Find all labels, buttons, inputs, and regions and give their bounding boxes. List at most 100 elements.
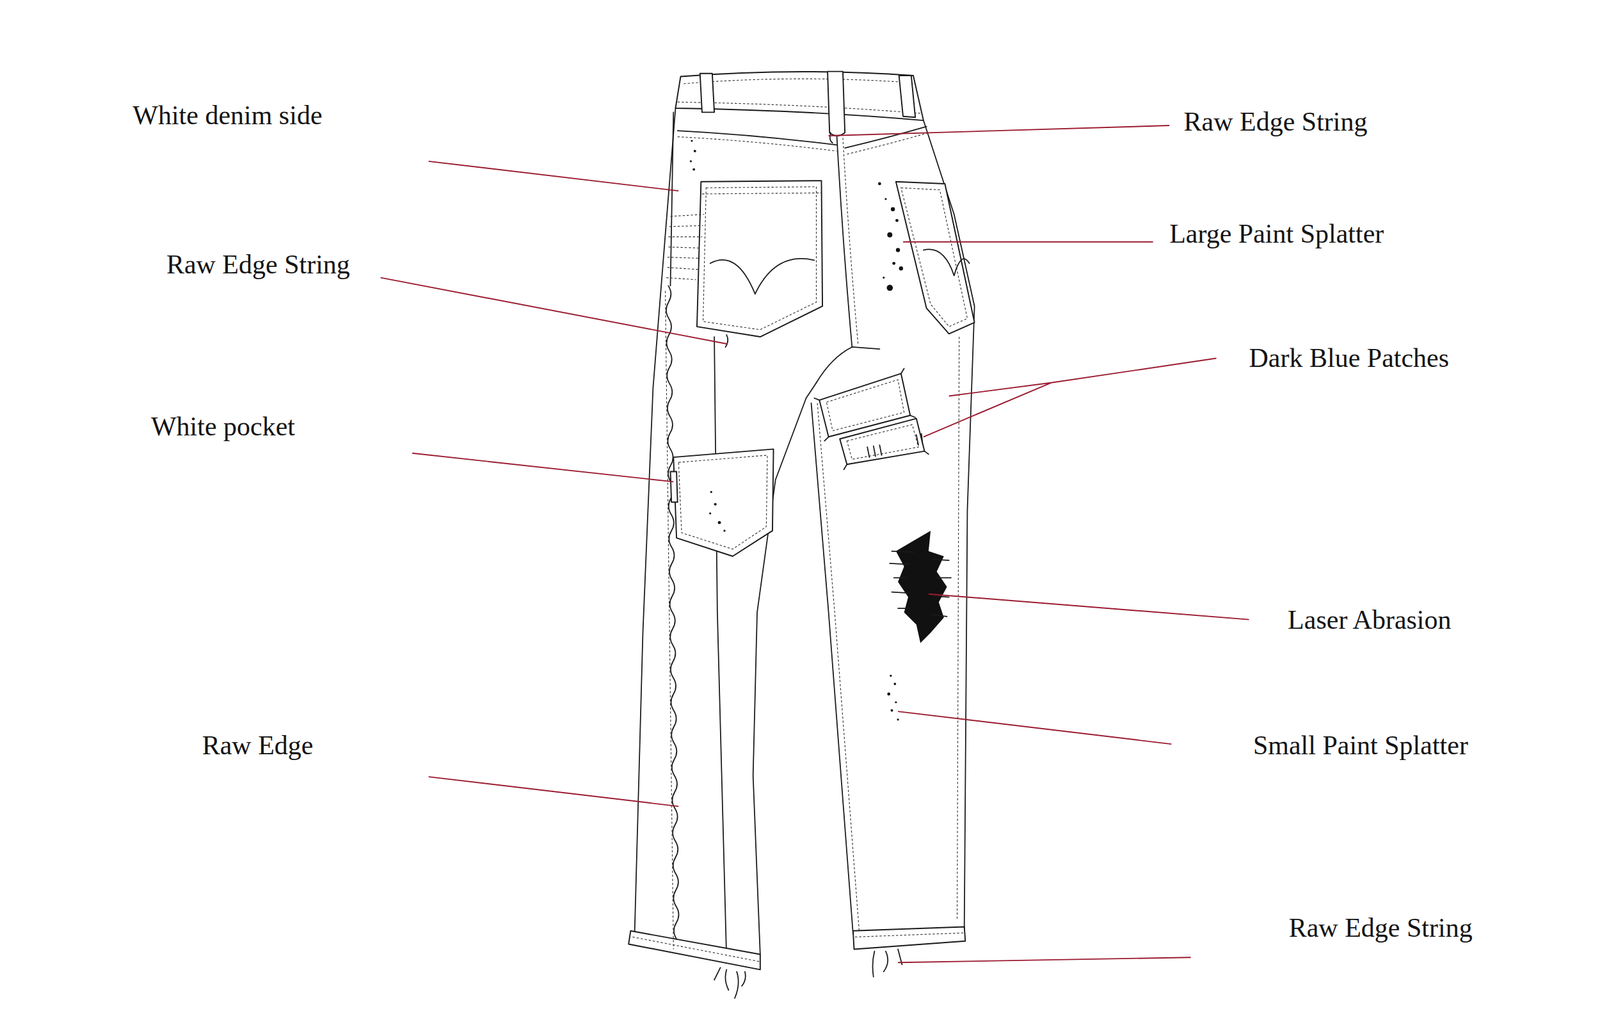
paint-splatter	[692, 168, 696, 171]
paint-splatter	[894, 700, 897, 703]
white-denim-side	[666, 214, 704, 280]
leader-lines	[412, 453, 674, 482]
callout-label: Laser Abrasion	[1287, 604, 1451, 635]
leader-lines	[380, 125, 1250, 962]
jeans-outline	[817, 403, 859, 931]
dark-blue-patches	[846, 424, 919, 459]
paint-splatter	[689, 139, 904, 720]
paint-splatter	[887, 232, 893, 238]
callout-label: Large Paint Splatter	[1169, 218, 1384, 249]
jeans-outline	[827, 71, 845, 136]
callout-label: Raw Edge	[202, 729, 314, 761]
callout-label: Raw Edge String	[1183, 106, 1368, 137]
paint-splatter	[723, 529, 726, 532]
white-pocket	[670, 471, 678, 502]
dark-blue-patches	[814, 368, 929, 470]
paint-splatter	[893, 682, 896, 685]
paint-splatter	[892, 261, 896, 265]
back-pockets	[696, 180, 975, 337]
jeans-outline	[899, 75, 916, 118]
white-pocket	[670, 448, 774, 556]
paint-splatter	[895, 218, 899, 223]
dark-blue-patches	[826, 379, 904, 431]
paint-splatter	[690, 139, 693, 142]
paint-splatter	[887, 692, 891, 696]
jeans-outline	[846, 132, 929, 154]
paint-splatter	[896, 247, 900, 252]
jeans-outline	[842, 137, 859, 345]
back-pockets	[703, 186, 817, 330]
paint-splatter	[882, 276, 885, 279]
jeans-outline	[670, 112, 674, 286]
white-denim-side	[666, 214, 704, 280]
raw-edge-strings	[714, 967, 746, 998]
paint-splatter	[710, 490, 713, 493]
paint-splatter	[689, 160, 692, 162]
raw-edge	[665, 285, 680, 949]
leader-lines	[828, 125, 1170, 136]
raw-edge	[665, 290, 674, 949]
leader-lines	[428, 161, 680, 191]
jeans-outline	[632, 936, 760, 961]
leader-lines	[897, 956, 1192, 962]
jeans-outline	[628, 71, 975, 970]
white-pocket	[673, 448, 774, 556]
callout-label: Dark Blue Patches	[1249, 342, 1450, 374]
paint-splatter	[887, 284, 894, 292]
raw-edge	[666, 285, 680, 939]
dark-blue-patches	[844, 451, 929, 470]
leader-lines	[928, 593, 1250, 620]
paint-splatter	[899, 266, 904, 271]
dark-blue-patches	[839, 418, 925, 465]
callout-label: Small Paint Splatter	[1253, 729, 1469, 761]
back-pockets	[896, 181, 975, 335]
jeans-outline	[816, 346, 880, 383]
back-pockets	[710, 258, 815, 294]
leader-lines	[923, 358, 1217, 438]
raw-edge-strings	[830, 132, 833, 143]
jeans-outline	[811, 403, 854, 934]
paint-splatter	[693, 149, 697, 153]
white-pocket	[678, 455, 768, 550]
paint-splatter	[890, 709, 894, 712]
leader-lines	[380, 277, 728, 345]
callout-label: White denim side	[132, 99, 322, 131]
jeans-outline	[628, 930, 761, 970]
leader-lines	[903, 241, 1154, 243]
paint-splatter	[889, 674, 892, 677]
paint-splatter	[718, 520, 722, 525]
jeans-outline	[844, 126, 927, 148]
laser-abrasion	[896, 530, 948, 643]
jeans-outline	[957, 336, 960, 919]
callout-label: Raw Edge String	[166, 248, 351, 280]
paint-splatter	[896, 718, 899, 720]
jeans-outline	[677, 136, 838, 152]
back-pockets	[923, 248, 970, 276]
jeans-outline	[675, 71, 923, 121]
paint-splatter	[890, 207, 895, 212]
paint-splatter	[884, 197, 887, 200]
leader-lines	[897, 711, 1172, 744]
laser-abrasion	[889, 551, 952, 617]
callout-label: White pocket	[151, 410, 296, 442]
laser-abrasion	[889, 530, 952, 643]
paint-splatter	[714, 502, 717, 505]
callout-label: Raw Edge String	[1288, 912, 1473, 943]
raw-edge-strings	[714, 132, 902, 998]
jeans-outline	[683, 78, 912, 84]
paint-splatter	[878, 182, 882, 186]
jeans-outline	[700, 73, 715, 113]
paint-splatter	[709, 512, 712, 514]
jeans-outline	[853, 926, 966, 949]
back-pockets	[696, 180, 823, 337]
back-pockets	[702, 192, 822, 194]
jeans-outline	[714, 336, 727, 957]
back-pockets	[901, 187, 968, 327]
jeans-outline	[677, 130, 838, 145]
dark-blue-patches	[867, 433, 923, 457]
raw-edge-strings	[872, 949, 903, 977]
jeans-outline	[634, 108, 676, 931]
jeans-outline	[855, 932, 964, 937]
